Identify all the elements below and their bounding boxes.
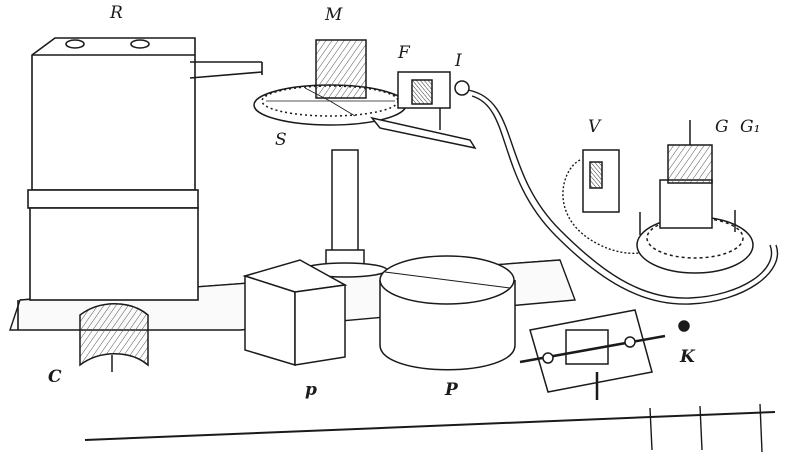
label-m: M	[324, 5, 343, 25]
label-s: S	[275, 130, 287, 150]
cylinder-p	[379, 255, 516, 371]
key-k	[519, 309, 690, 400]
label-r: R	[109, 3, 123, 23]
cable	[467, 89, 779, 305]
instrument-head	[397, 71, 470, 130]
label-c: C	[48, 367, 62, 387]
label-v: V	[588, 117, 602, 137]
electrometer	[582, 120, 754, 274]
label-f: F	[397, 43, 411, 63]
lamp-house	[17, 37, 263, 330]
label-g1: G₁	[740, 117, 760, 137]
label-i: I	[454, 51, 462, 71]
label-p-small: p	[305, 380, 317, 400]
label-p-large: P	[444, 380, 459, 400]
prism-p	[242, 259, 348, 367]
curved-screen-c	[79, 303, 149, 372]
label-g: G	[715, 117, 729, 137]
label-k: K	[679, 347, 696, 367]
mirror-m	[315, 39, 367, 99]
